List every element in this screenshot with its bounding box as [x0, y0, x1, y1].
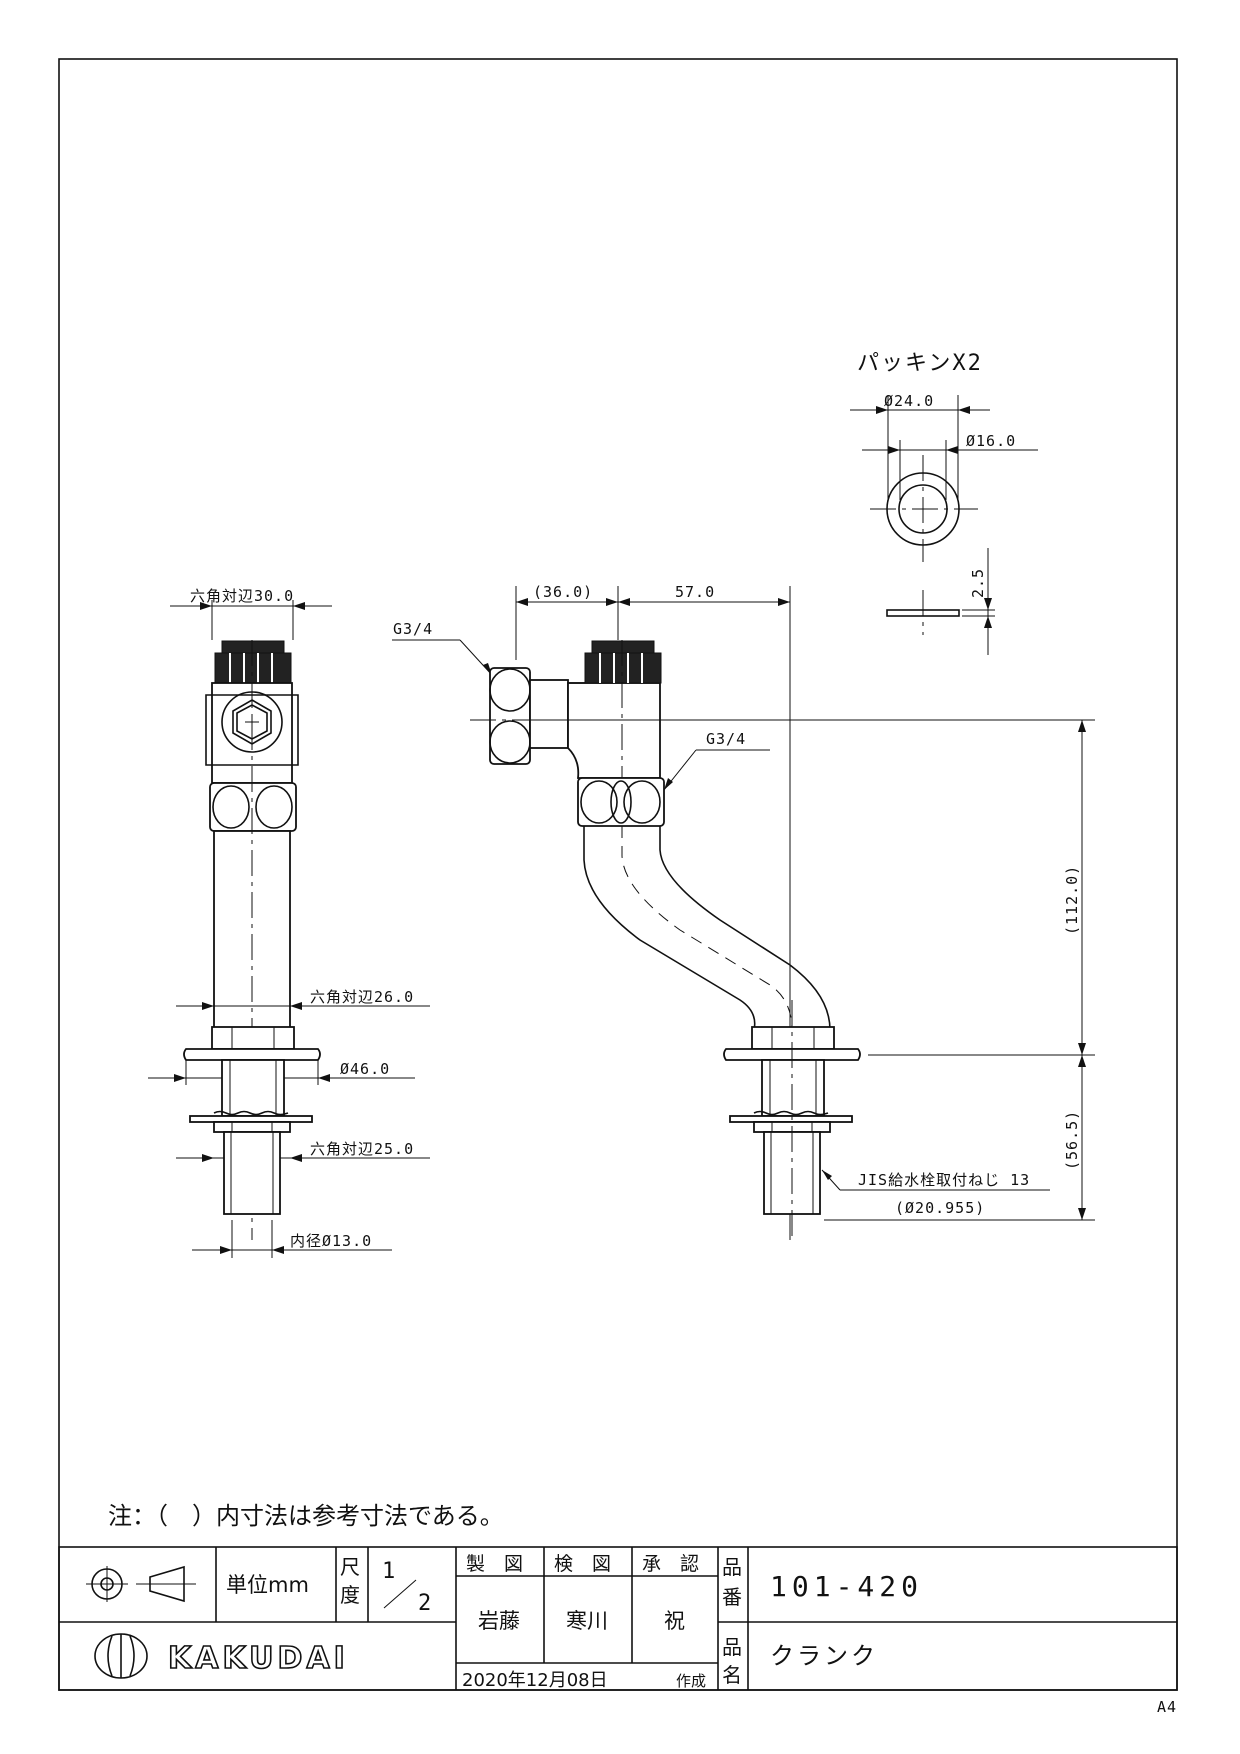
front-thread-right: G3/4	[706, 730, 746, 748]
gasket-thickness: 2.5	[969, 568, 987, 598]
part-name: クランク	[770, 1642, 878, 1670]
side-flange-dim: Ø46.0	[340, 1060, 390, 1078]
front-jis-thread: JIS給水栓取付ねじ 13	[858, 1171, 1030, 1189]
part-no-label-1: 品	[722, 1555, 742, 1579]
side-inner-dia-dim: 内径Ø13.0	[290, 1232, 372, 1250]
gasket-outer-dia: Ø24.0	[884, 392, 934, 410]
title-block: 単位mm 尺 度 1 2 製 図 検 図 承 認 岩藤 寒川 祝 2020年12…	[58, 1546, 1178, 1691]
front-dim-right: 57.0	[675, 583, 715, 601]
checked-by: 寒川	[566, 1609, 608, 1633]
front-height-lower: (56.5)	[1063, 1110, 1081, 1170]
drawing-date: 2020年12月08日	[462, 1670, 608, 1691]
approved-by: 祝	[664, 1609, 685, 1633]
side-view: 六角対辺30.0 六角対辺26.0	[148, 587, 430, 1258]
scale-numerator: 1	[382, 1559, 395, 1584]
front-view: (36.0) 57.0 G3/4 G3/4	[392, 583, 1095, 1240]
svg-text:KAKUDAI: KAKUDAI	[168, 1641, 349, 1676]
kakudai-logo: KAKUDAI	[94, 1633, 349, 1679]
gasket-title: パッキンX2	[857, 351, 983, 376]
side-hex-bottom-dim: 六角対辺25.0	[310, 1140, 414, 1158]
front-jis-thread-dia: (Ø20.955)	[895, 1199, 985, 1217]
scale-label-1: 尺	[340, 1555, 360, 1579]
dimension-note: 注：（ ）内寸法は参考寸法である。	[108, 1502, 504, 1530]
part-name-label-1: 品	[722, 1635, 742, 1659]
part-no-label-2: 番	[722, 1585, 742, 1609]
side-hex-top-dim: 六角対辺30.0	[190, 587, 294, 605]
part-number: 101-420	[770, 1570, 923, 1603]
part-name-label-2: 名	[722, 1663, 742, 1687]
front-thread-left: G3/4	[393, 620, 433, 638]
drawn-by: 岩藤	[478, 1609, 520, 1633]
paper-size: A4	[1157, 1698, 1177, 1716]
front-height-upper: (112.0)	[1063, 865, 1081, 935]
scale-label-2: 度	[340, 1583, 360, 1607]
gasket-detail: パッキンX2 Ø24.0 Ø16.0 2.5	[850, 351, 1038, 655]
checked-label: 検 図	[554, 1553, 611, 1575]
side-hex-mid-dim: 六角対辺26.0	[310, 988, 414, 1006]
scale-denominator: 2	[418, 1591, 431, 1616]
third-angle-projection-icon	[86, 1565, 196, 1603]
gasket-inner-dia: Ø16.0	[966, 432, 1016, 450]
approved-label: 承 認	[642, 1553, 699, 1575]
unit-label: 単位mm	[226, 1573, 309, 1597]
front-dim-left: (36.0)	[533, 583, 593, 601]
date-suffix: 作成	[676, 1672, 706, 1690]
drawn-label: 製 図	[466, 1553, 523, 1575]
